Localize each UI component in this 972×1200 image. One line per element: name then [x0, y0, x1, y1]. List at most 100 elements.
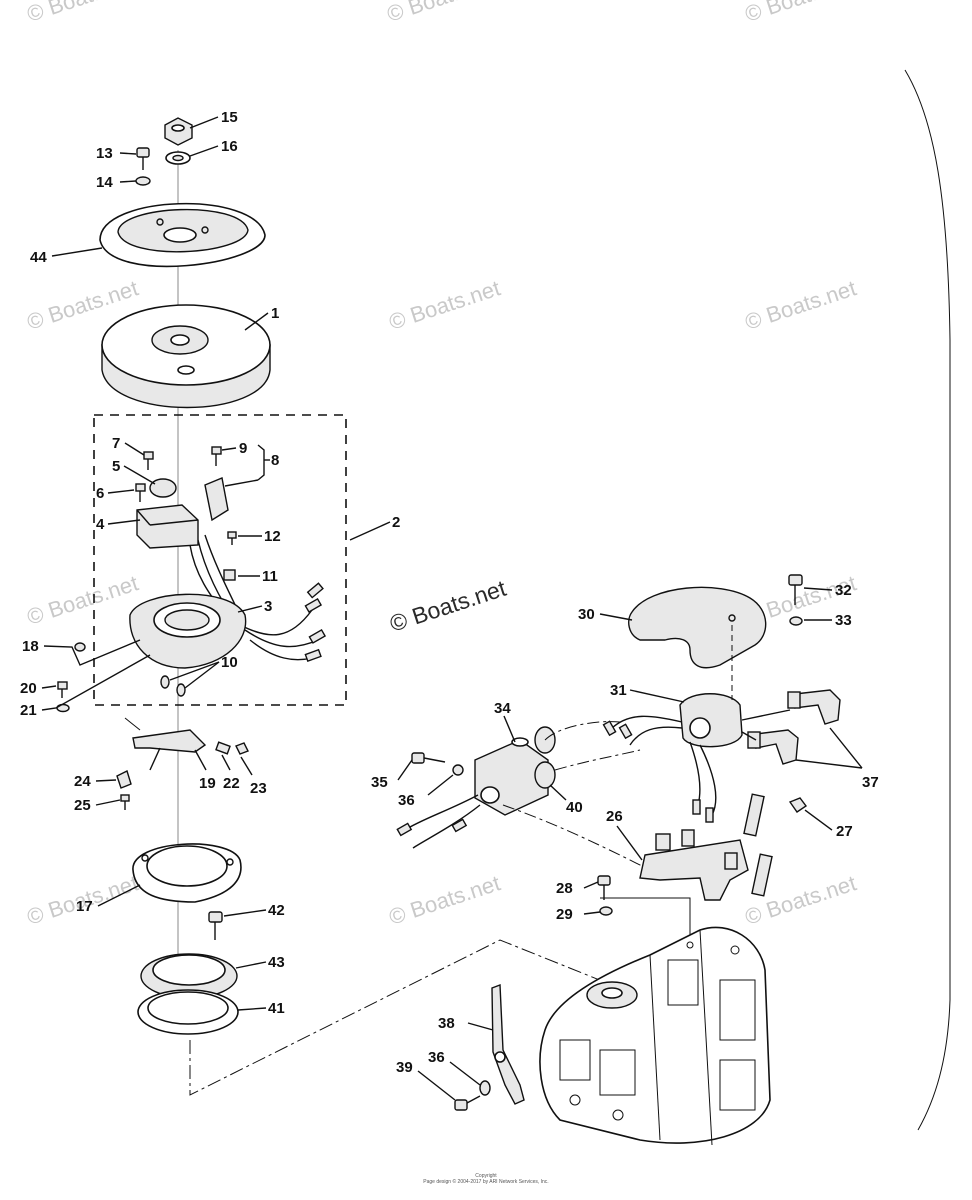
nut-part	[788, 797, 808, 813]
callout-11: 11	[262, 568, 278, 585]
callout-1: 1	[271, 305, 279, 322]
clamp-part	[223, 569, 236, 581]
watermark-text: © Boats.net	[742, 275, 859, 334]
washer-hole	[172, 154, 184, 162]
callout-14: 14	[96, 174, 113, 191]
coil-bracket-part	[639, 829, 749, 901]
connector-line	[124, 717, 141, 731]
callout-8: 8	[271, 452, 279, 469]
callout-40: 40	[566, 799, 583, 816]
retainer-ring-part	[140, 953, 238, 999]
nut-part	[74, 642, 86, 652]
bearing-ring-part	[137, 989, 239, 1035]
connector-line	[554, 749, 641, 771]
callout-28: 28	[556, 880, 573, 897]
washer-part	[452, 764, 464, 776]
footer-line-2: Page design © 2004-2017 by ARI Network S…	[423, 1178, 548, 1185]
callout-9: 9	[239, 440, 247, 457]
trigger-coil-part	[149, 478, 177, 498]
callout-31: 31	[610, 682, 627, 699]
watermark-text: © Boats.net	[386, 275, 503, 334]
bushing-part	[176, 683, 186, 697]
washer-part	[56, 703, 70, 713]
lockwasher-part	[135, 176, 151, 186]
callout-39: 39	[396, 1059, 413, 1076]
screw-part	[136, 147, 150, 170]
callout-7: 7	[112, 435, 120, 452]
callout-33: 33	[835, 612, 852, 629]
bushing-part	[160, 675, 170, 689]
callout-19: 19	[199, 775, 216, 792]
washer-part	[789, 616, 803, 626]
flywheel-cover-part	[99, 202, 266, 268]
callout-23: 23	[250, 780, 267, 797]
power-pack-part	[474, 726, 556, 816]
nut-part	[235, 742, 249, 755]
callout-10: 10	[221, 654, 238, 671]
callout-18: 18	[22, 638, 39, 655]
engine-block-part	[539, 926, 771, 1146]
screw-part	[788, 574, 803, 605]
callout-42: 42	[268, 902, 285, 919]
callout-37: 37	[862, 774, 879, 791]
callout-21: 21	[20, 702, 37, 719]
clip-part	[116, 770, 132, 789]
callout-41: 41	[268, 1000, 285, 1017]
footer-line-1: Copyright	[475, 1173, 497, 1179]
callout-35: 35	[371, 774, 388, 791]
watermark-text: © Boats.net	[386, 870, 503, 929]
screw-part	[597, 875, 611, 900]
spark-plug-boot-part	[747, 729, 799, 765]
callout-15: 15	[221, 109, 238, 126]
watermark-main-text: © Boats.net	[387, 575, 510, 637]
callout-labels: 15 16 13 14 44 1 7 9 8 5 6 4 2 12 11 3 1…	[20, 109, 879, 1076]
page-edge-line	[904, 69, 951, 1131]
callout-24: 24	[74, 773, 91, 790]
watermark-text: © Boats.net	[24, 570, 141, 629]
spark-plug-boot-part	[787, 689, 841, 725]
throttle-lever-part	[491, 984, 525, 1105]
watermark-text: © Boats.net	[24, 0, 141, 27]
coil-cover-part	[628, 586, 767, 669]
screw-part	[120, 794, 130, 810]
screw-part	[208, 911, 223, 940]
washer-part	[479, 1080, 491, 1096]
screw-part	[57, 681, 68, 698]
callout-44: 44	[30, 249, 47, 266]
callout-20: 20	[20, 680, 37, 697]
stator-group-box	[93, 414, 347, 706]
screw-part	[454, 1095, 481, 1111]
callout-6: 6	[96, 485, 104, 502]
callout-36: 36	[428, 1049, 445, 1066]
callout-3: 3	[264, 598, 272, 615]
callout-32: 32	[835, 582, 852, 599]
screw-part	[135, 483, 146, 502]
stator-plate-part	[129, 593, 247, 669]
callout-5: 5	[112, 458, 120, 475]
gasket-part	[132, 843, 242, 903]
ignition-coil-part	[679, 693, 743, 748]
watermark-text: © Boats.net	[384, 0, 501, 27]
callout-13: 13	[96, 145, 113, 162]
callout-17: 17	[76, 898, 93, 915]
callout-30: 30	[578, 606, 595, 623]
screw-part	[227, 531, 237, 545]
connector-line	[189, 939, 613, 1096]
screw-part	[411, 752, 446, 764]
callout-4: 4	[96, 516, 105, 533]
flywheel-part	[101, 304, 271, 409]
watermark-group: © Boats.net © Boats.net © Boats.net © Bo…	[24, 0, 859, 930]
trigger-bracket-part	[204, 477, 229, 522]
callout-43: 43	[268, 954, 285, 971]
screw-part	[211, 446, 222, 466]
watermark-text: © Boats.net	[742, 0, 859, 27]
callout-38: 38	[438, 1015, 455, 1032]
callout-29: 29	[556, 906, 573, 923]
spark-plug-part	[743, 793, 765, 837]
callout-25: 25	[74, 797, 91, 814]
callout-2: 2	[392, 514, 400, 531]
callout-27: 27	[836, 823, 853, 840]
screw-part	[143, 451, 154, 470]
nut-part	[164, 117, 193, 146]
spark-plug-part	[751, 853, 773, 897]
